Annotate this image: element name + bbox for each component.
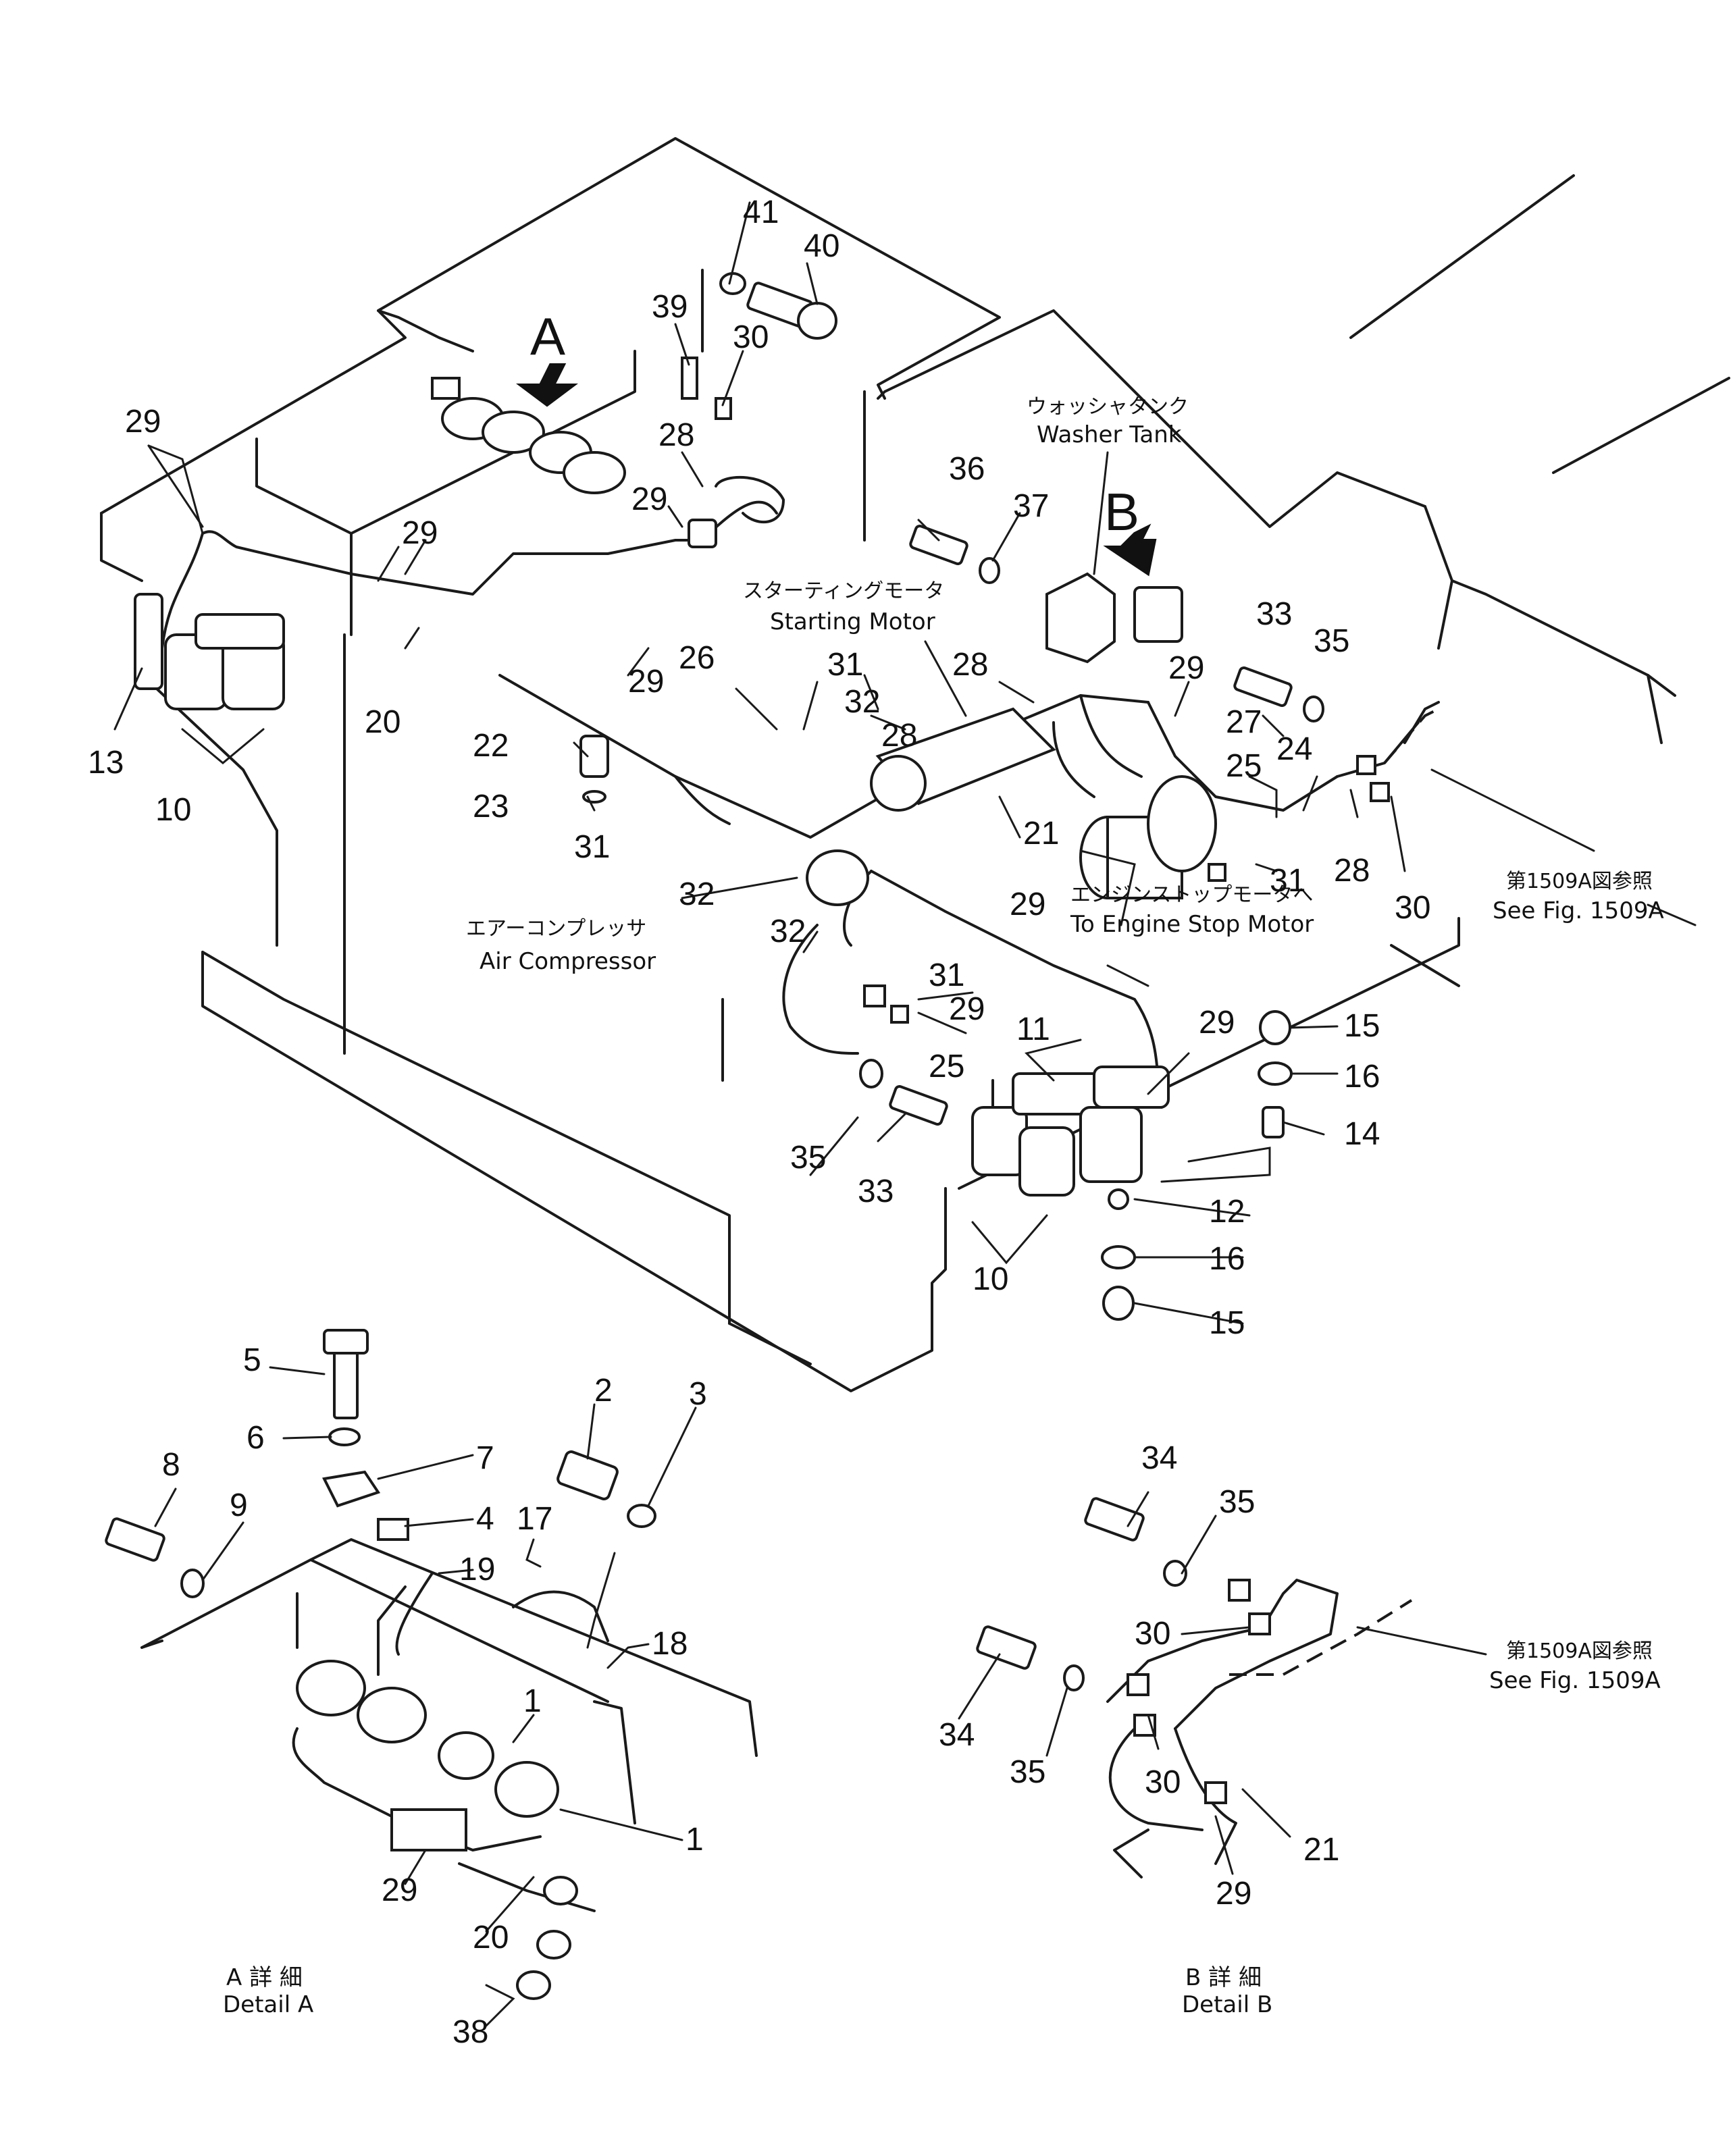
- callout-33: 33: [858, 1174, 894, 1209]
- callout-30: 30: [1145, 1764, 1181, 1800]
- callout-20: 20: [365, 704, 400, 740]
- callout-3: 3: [689, 1376, 707, 1412]
- callout-14: 14: [1344, 1116, 1380, 1152]
- callout-8: 8: [162, 1447, 180, 1483]
- callout-29: 29: [631, 481, 667, 517]
- callout-29: 29: [1010, 887, 1045, 922]
- detail-a: 5 6 7 4 2 3 8 9 17 19 18 1 1 29 20 38 A …: [105, 1329, 758, 2050]
- callout-39: 39: [652, 289, 688, 325]
- callout-30: 30: [733, 319, 769, 355]
- callout-13: 13: [88, 745, 124, 781]
- callout-29: 29: [125, 404, 161, 440]
- engine-stop-label: To Engine Stop Motor: [1070, 911, 1314, 938]
- callout-29: 29: [949, 991, 985, 1027]
- marker-b: B: [1104, 482, 1139, 542]
- callout-9: 9: [230, 1488, 248, 1523]
- marker-a: A: [530, 307, 565, 366]
- callout-28: 28: [881, 718, 917, 754]
- air-compressor-label-jp: エアーコンプレッサ: [466, 917, 646, 941]
- callout-27: 27: [1226, 704, 1262, 740]
- callout-32: 32: [844, 684, 880, 720]
- callout-11: 11: [1016, 1011, 1050, 1047]
- callout-38: 38: [452, 2014, 488, 2050]
- callout-28: 28: [658, 417, 694, 453]
- callout-29: 29: [402, 515, 438, 551]
- callout-29: 29: [1168, 650, 1204, 686]
- callout-28: 28: [1334, 853, 1370, 889]
- callout-29: 29: [1216, 1876, 1251, 1912]
- callout-31: 31: [827, 647, 863, 683]
- callout-10: 10: [973, 1261, 1008, 1297]
- detail-b-label-jp: B 詳 細: [1185, 1964, 1262, 1991]
- callout-34: 34: [939, 1717, 975, 1753]
- callout-5: 5: [243, 1342, 261, 1378]
- callout-40: 40: [804, 228, 839, 264]
- callout-15: 15: [1209, 1305, 1245, 1341]
- detail-b: 34 35 30 34 35 30 21 29 第1509A図参照 See Fi…: [939, 1440, 1661, 2018]
- callout-36: 36: [949, 451, 985, 487]
- callout-37: 37: [1013, 488, 1049, 524]
- callout-20: 20: [473, 1920, 509, 1955]
- callout-16: 16: [1209, 1241, 1245, 1277]
- callout-1: 1: [686, 1822, 704, 1858]
- detail-b-label: Detail B: [1182, 1991, 1272, 2018]
- main-view-parts: [134, 269, 1390, 1321]
- main-view-callouts: 41 40 39 30 A 29 28 29 29 29 20 13 10 36…: [88, 194, 1664, 1341]
- see-fig-label: See Fig. 1509A: [1493, 897, 1664, 924]
- starting-motor-label: Starting Motor: [770, 608, 935, 635]
- callout-41: 41: [743, 194, 779, 230]
- callout-22: 22: [473, 728, 509, 764]
- callout-32: 32: [679, 876, 715, 912]
- main-view-leader-lines: [113, 201, 1697, 1325]
- callout-29: 29: [628, 664, 664, 700]
- callout-33: 33: [1256, 596, 1292, 632]
- callout-23: 23: [473, 789, 509, 824]
- callout-29: 29: [1199, 1005, 1235, 1041]
- callout-18: 18: [652, 1626, 688, 1662]
- washer-tank-label-jp: ウォッシャタンク: [1027, 395, 1189, 419]
- see-fig-label-jp-2: 第1509A図参照: [1506, 1639, 1653, 1663]
- callout-10: 10: [155, 792, 191, 828]
- see-fig-label-jp: 第1509A図参照: [1506, 870, 1653, 893]
- air-compressor-label: Air Compressor: [480, 948, 656, 975]
- callout-31: 31: [1270, 863, 1305, 899]
- callout-2: 2: [594, 1373, 613, 1409]
- callout-29: 29: [382, 1872, 417, 1908]
- callout-17: 17: [517, 1501, 552, 1537]
- callout-34: 34: [1141, 1440, 1177, 1476]
- callout-21: 21: [1023, 816, 1059, 851]
- callout-24: 24: [1276, 731, 1312, 767]
- callout-6: 6: [247, 1420, 265, 1456]
- engine-stop-label-jp: エンジンストップモータへ: [1070, 883, 1313, 907]
- callout-28: 28: [952, 647, 988, 683]
- detail-a-label-jp: A 詳 細: [226, 1964, 303, 1991]
- callout-35: 35: [1010, 1754, 1045, 1790]
- callout-26: 26: [679, 640, 715, 676]
- starting-motor-label-jp: スターティングモータ: [743, 579, 944, 603]
- callout-31: 31: [574, 829, 610, 865]
- callout-31: 31: [929, 957, 964, 993]
- callout-30: 30: [1135, 1616, 1170, 1652]
- machine-body-outline: [100, 137, 1730, 1392]
- callout-7: 7: [476, 1440, 494, 1476]
- callout-21: 21: [1303, 1832, 1339, 1868]
- callout-25: 25: [929, 1049, 964, 1084]
- callout-25: 25: [1226, 748, 1262, 784]
- callout-16: 16: [1344, 1059, 1380, 1095]
- callout-32: 32: [770, 914, 806, 949]
- see-fig-label-2: See Fig. 1509A: [1489, 1667, 1661, 1694]
- callout-35: 35: [1314, 623, 1349, 659]
- callout-19: 19: [459, 1552, 495, 1587]
- callout-35: 35: [790, 1140, 826, 1176]
- callout-15: 15: [1344, 1008, 1380, 1044]
- callout-35: 35: [1219, 1484, 1255, 1520]
- detail-a-label: Detail A: [223, 1991, 313, 2018]
- callout-1: 1: [523, 1683, 542, 1719]
- washer-tank-label: Washer Tank: [1037, 421, 1182, 448]
- callout-30: 30: [1395, 890, 1430, 926]
- callout-12: 12: [1209, 1194, 1245, 1230]
- callout-4: 4: [476, 1501, 494, 1537]
